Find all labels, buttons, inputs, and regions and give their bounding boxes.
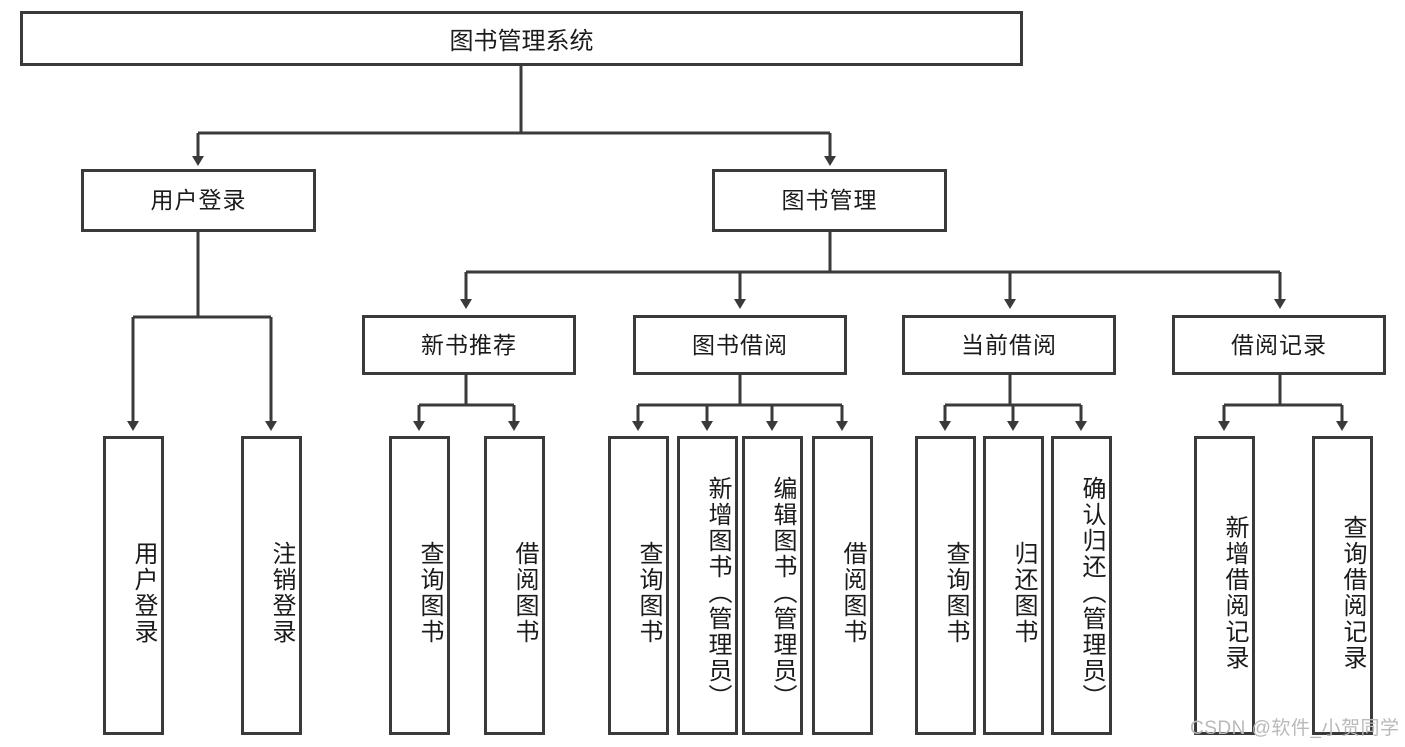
leaf-current-borrow-query[interactable]: 查询图书 — [915, 436, 976, 735]
leaf-label: 借阅图书 — [511, 540, 538, 645]
leaf-book-borrow-edit[interactable]: 编辑图书（管理员） — [742, 436, 803, 735]
leaf-book-borrow-query[interactable]: 查询图书 — [608, 436, 669, 735]
leaf-current-borrow-confirm[interactable]: 确认归还（管理员） — [1051, 436, 1112, 735]
watermark: CSDN @软件_小贺同学 — [1190, 718, 1400, 739]
leaf-new-book-borrow[interactable]: 借阅图书 — [484, 436, 545, 735]
leaf-label: 用户登录 — [130, 540, 157, 645]
leaf-label: 查询图书 — [635, 540, 662, 645]
leaf-label: 查询图书 — [942, 540, 969, 645]
leaf-label: 查询借阅记录 — [1339, 514, 1366, 671]
leaf-book-borrow-add[interactable]: 新增图书（管理员） — [677, 436, 738, 735]
node-current-borrow-label: 当前借阅 — [961, 331, 1057, 358]
node-borrow-record[interactable]: 借阅记录 — [1172, 315, 1386, 375]
node-book-borrow-label: 图书借阅 — [692, 331, 788, 358]
leaf-label: 确认归还（管理员） — [1078, 475, 1105, 710]
node-user-login[interactable]: 用户登录 — [81, 169, 316, 232]
leaf-new-book-query[interactable]: 查询图书 — [389, 436, 450, 735]
leaf-label: 新增借阅记录 — [1221, 514, 1248, 671]
leaf-label: 编辑图书（管理员） — [769, 475, 796, 710]
leaf-borrow-record-add[interactable]: 新增借阅记录 — [1194, 436, 1255, 735]
node-book-management-label: 图书管理 — [781, 187, 878, 214]
node-root-label: 图书管理系统 — [449, 28, 594, 55]
leaf-current-borrow-return[interactable]: 归还图书 — [983, 436, 1044, 735]
leaf-user-login-login[interactable]: 用户登录 — [103, 436, 164, 735]
node-user-login-label: 用户登录 — [150, 187, 247, 214]
node-new-book-recommend-label: 新书推荐 — [421, 331, 517, 358]
leaf-borrow-record-query[interactable]: 查询借阅记录 — [1312, 436, 1373, 735]
leaf-label: 新增图书（管理员） — [704, 475, 731, 710]
node-book-borrow[interactable]: 图书借阅 — [633, 315, 847, 375]
leaf-book-borrow-borrow[interactable]: 借阅图书 — [812, 436, 873, 735]
node-new-book-recommend[interactable]: 新书推荐 — [362, 315, 576, 375]
leaf-label: 查询图书 — [416, 540, 443, 645]
node-borrow-record-label: 借阅记录 — [1231, 331, 1327, 358]
leaf-label: 借阅图书 — [839, 540, 866, 645]
leaf-label: 归还图书 — [1010, 540, 1037, 645]
node-book-management[interactable]: 图书管理 — [712, 169, 947, 232]
node-current-borrow[interactable]: 当前借阅 — [902, 315, 1116, 375]
leaf-user-login-logout[interactable]: 注销登录 — [241, 436, 302, 735]
leaf-label: 注销登录 — [268, 540, 295, 645]
node-root[interactable]: 图书管理系统 — [20, 11, 1023, 66]
